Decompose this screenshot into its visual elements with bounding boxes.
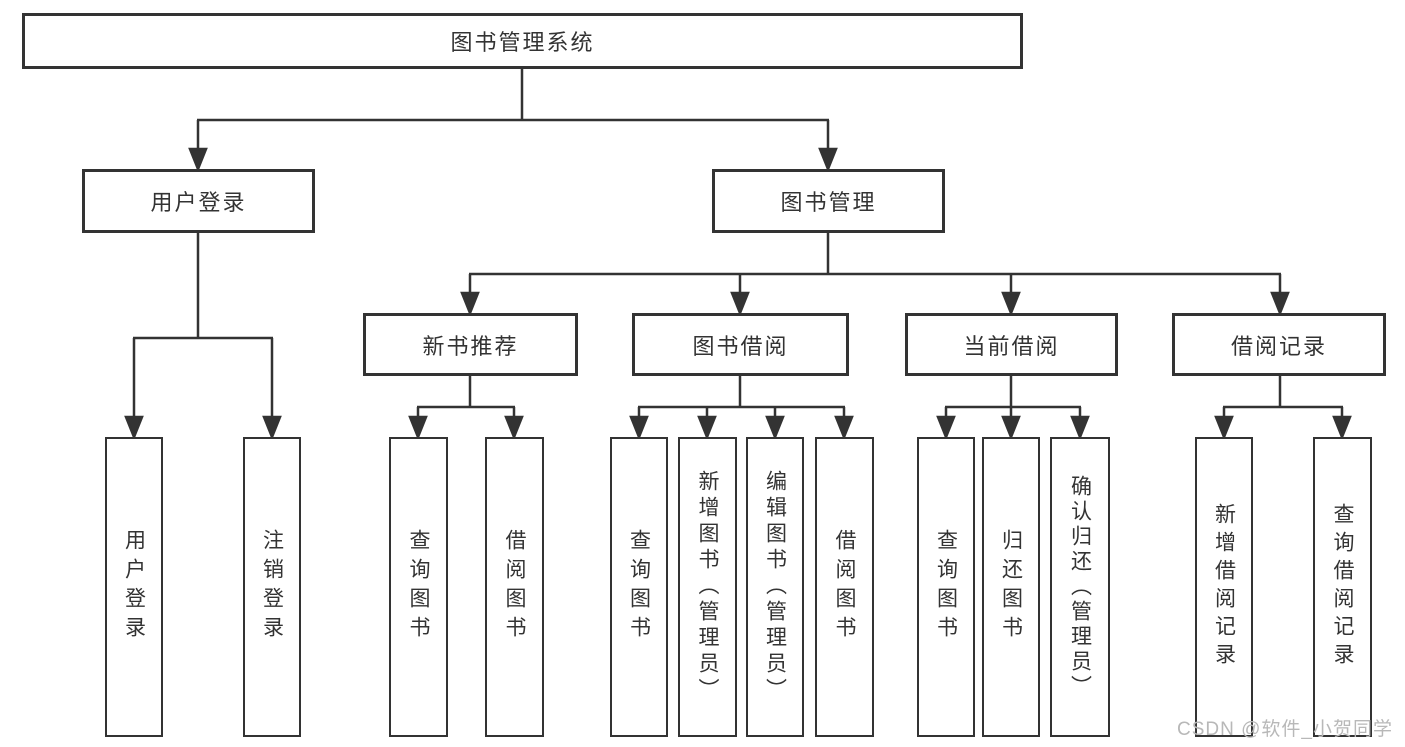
arrowhead <box>188 147 208 173</box>
leaf-borrow-book-2: 借阅图书 <box>815 437 874 737</box>
leaf-confirm-return-admin: 确认归还（管理员） <box>1050 437 1110 737</box>
leaf-query-book-3: 查询图书 <box>917 437 975 737</box>
arrowhead <box>460 291 480 317</box>
leaf-add-borrow-record: 新增借阅记录 <box>1195 437 1253 737</box>
arrowhead <box>834 415 854 441</box>
arrowhead <box>1070 415 1090 441</box>
node-book-management: 图书管理 <box>712 169 945 233</box>
node-user-login: 用户登录 <box>82 169 315 233</box>
leaf-return-book: 归还图书 <box>982 437 1040 737</box>
leaf-add-book-admin: 新增图书（管理员） <box>678 437 737 737</box>
arrowhead <box>936 415 956 441</box>
leaf-edit-book-admin: 编辑图书（管理员） <box>746 437 804 737</box>
arrowhead <box>1332 415 1352 441</box>
arrowhead <box>1214 415 1234 441</box>
node-current-borrow: 当前借阅 <box>905 313 1118 376</box>
csdn-watermark: CSDN @软件_小贺同学 <box>1177 719 1393 740</box>
arrowhead <box>629 415 649 441</box>
leaf-borrow-book-1: 借阅图书 <box>485 437 544 737</box>
arrowhead <box>1270 291 1290 317</box>
arrowhead <box>730 291 750 317</box>
node-new-book-recommend: 新书推荐 <box>363 313 578 376</box>
leaf-user-login: 用户登录 <box>105 437 163 737</box>
leaf-logout: 注销登录 <box>243 437 301 737</box>
arrowhead <box>408 415 428 441</box>
leaf-query-book-2: 查询图书 <box>610 437 668 737</box>
node-book-borrow: 图书借阅 <box>632 313 849 376</box>
arrowhead <box>1001 291 1021 317</box>
arrowhead <box>124 415 144 441</box>
arrowhead <box>504 415 524 441</box>
node-root: 图书管理系统 <box>22 13 1023 69</box>
arrowhead <box>697 415 717 441</box>
arrowhead <box>818 147 838 173</box>
arrowhead <box>1001 415 1021 441</box>
arrowhead <box>262 415 282 441</box>
node-borrow-records: 借阅记录 <box>1172 313 1386 376</box>
leaf-query-borrow-record: 查询借阅记录 <box>1313 437 1372 737</box>
arrowhead <box>765 415 785 441</box>
leaf-query-book-1: 查询图书 <box>389 437 448 737</box>
